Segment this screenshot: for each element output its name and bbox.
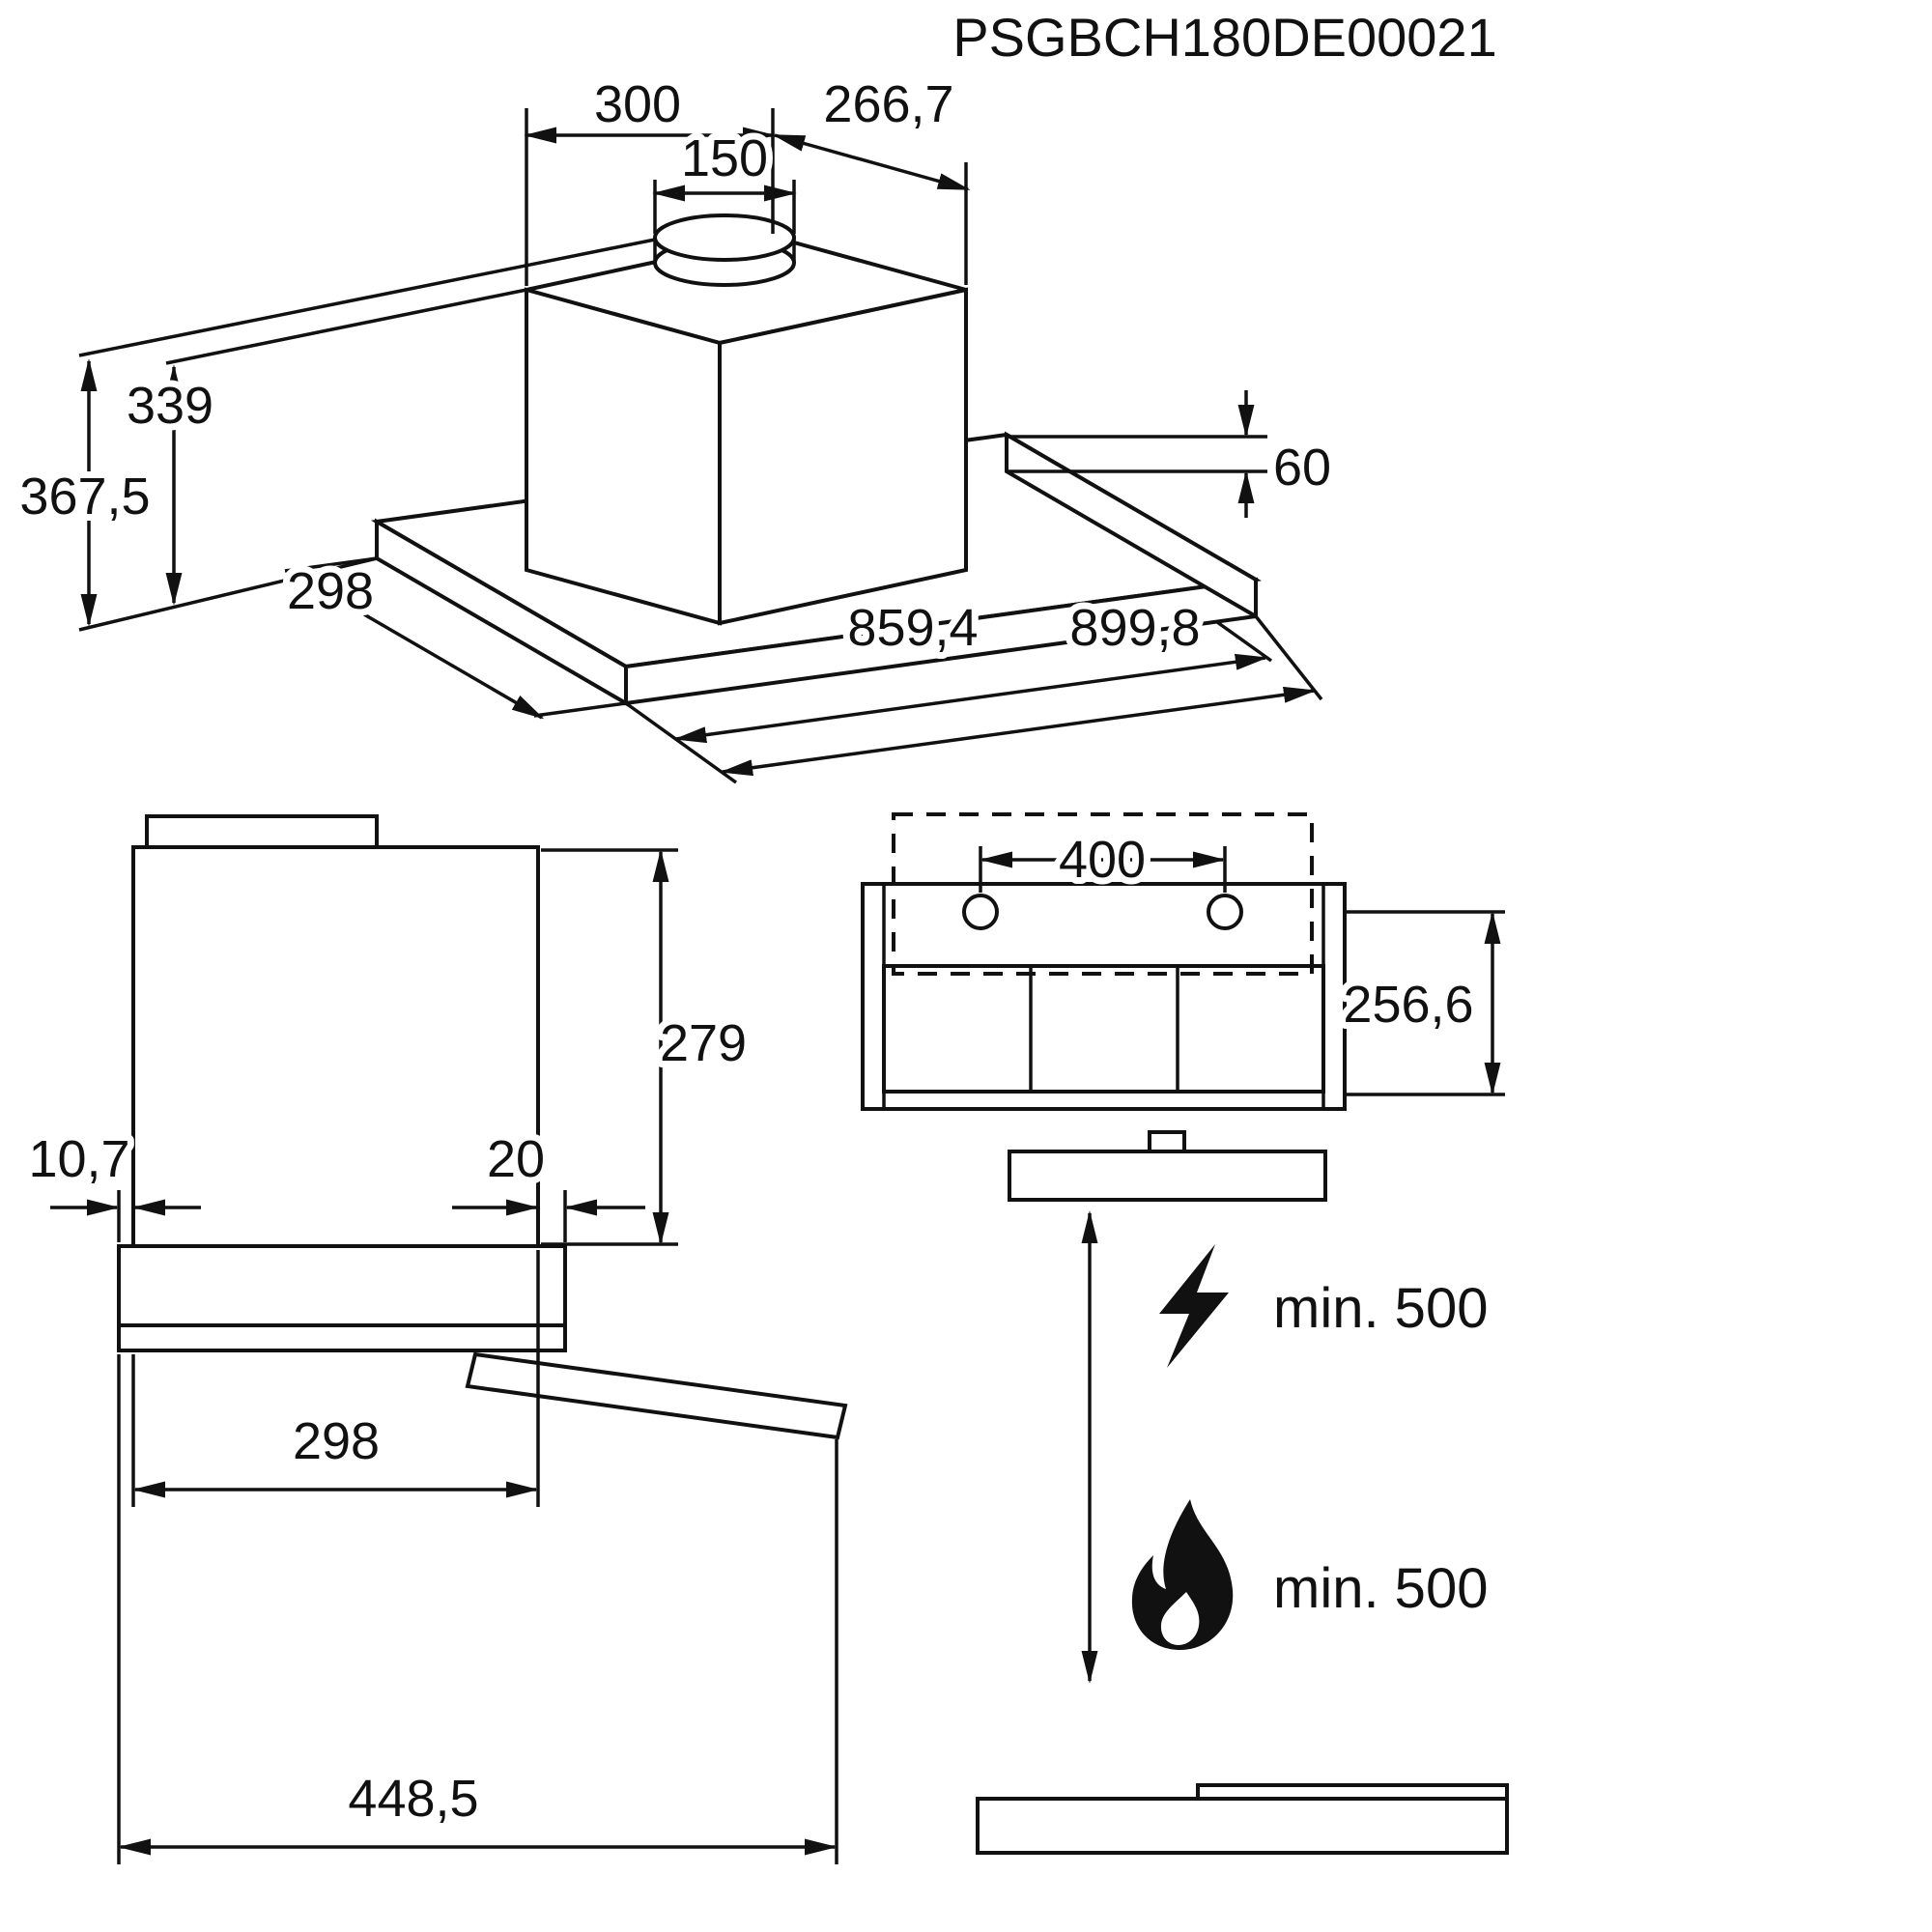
dim-label-hole-spacing: 400 xyxy=(1059,831,1146,889)
dim-body-height: 279 xyxy=(541,848,753,1246)
dim-line xyxy=(290,571,545,720)
dim-label-height-total: 367,5 xyxy=(19,468,150,526)
side-base xyxy=(117,1244,567,1327)
dim-left-offset: 10,7 xyxy=(21,1123,201,1242)
mounting-hole-left xyxy=(962,894,999,930)
dim-line xyxy=(772,133,971,191)
dim-label-body-width: 859,4 xyxy=(847,599,978,657)
duct-collar xyxy=(653,213,796,287)
dim-label-base-depth: 298 xyxy=(287,562,374,620)
gas-clearance-label: min. 500 xyxy=(1273,1557,1488,1620)
dim-label-top-depth: 266,7 xyxy=(823,75,953,133)
dim-mount-height: 256,6 xyxy=(1336,910,1505,1096)
dim-base-depth: 298 xyxy=(280,555,627,720)
dim-label-top-width: 300 xyxy=(594,75,681,133)
dim-label-body-depth: 298 xyxy=(293,1412,380,1470)
lightning-icon xyxy=(1159,1244,1229,1368)
mounting-hole-right xyxy=(1207,894,1243,930)
dim-label-height-body: 339 xyxy=(127,377,213,435)
box-front-face xyxy=(718,287,968,626)
dim-label-total-depth: 448,5 xyxy=(348,1770,478,1828)
dim-label-right-offset: 20 xyxy=(487,1130,545,1188)
side-body xyxy=(131,845,540,1248)
dim-total-depth: 448,5 xyxy=(117,1354,838,1864)
dim-label-left-offset: 10,7 xyxy=(28,1130,129,1188)
side-top-flange xyxy=(145,814,379,849)
cooktop-surface xyxy=(976,1797,1509,1855)
front-view: 400 256,6 xyxy=(861,812,1505,1111)
dim-side-body-depth: 298 xyxy=(131,1250,540,1507)
dim-label-mount-height: 256,6 xyxy=(1343,976,1473,1034)
side-visor xyxy=(465,1351,848,1440)
ref-line-duct-top xyxy=(78,238,656,357)
ext-line xyxy=(533,701,627,718)
ext-line xyxy=(1254,614,1323,701)
flame-inner xyxy=(1160,1592,1200,1645)
hood-duct-stub xyxy=(1148,1130,1186,1153)
dim-line-total-width xyxy=(720,686,1317,777)
dim-top-depth: 266,7 xyxy=(772,69,971,285)
dim-label-total-width: 899,8 xyxy=(1069,599,1200,657)
dim-widths: 859,4 899,8 xyxy=(624,592,1323,784)
ext-line xyxy=(284,556,378,573)
ref-line-box-top xyxy=(165,288,527,365)
dim-label-duct-diameter: 150 xyxy=(681,129,768,187)
duct-top-rim xyxy=(653,213,796,262)
cabinet-dashed-outline xyxy=(892,812,1314,976)
flame-icon xyxy=(1131,1499,1234,1650)
dim-label-base-thickness: 60 xyxy=(1273,439,1331,497)
drawing-number: PSGBCH180DE00021 xyxy=(952,7,1496,68)
front-hood-body xyxy=(861,882,1347,1111)
dim-label-body-height: 279 xyxy=(660,1014,747,1072)
ref-line-base-bottom xyxy=(78,556,378,632)
flame-outer xyxy=(1131,1499,1234,1650)
dim-base-thickness: 60 xyxy=(1007,390,1338,518)
side-base-lip xyxy=(117,1323,567,1352)
electric-clearance-label: min. 500 xyxy=(1273,1277,1488,1340)
dim-top-width: 300 xyxy=(524,69,776,286)
hood-underside-bar xyxy=(1008,1150,1327,1202)
dim-duct-diameter: 150 xyxy=(652,123,797,234)
box-left-face xyxy=(525,287,722,626)
hood-body-box xyxy=(525,234,968,626)
dim-right-offset: 20 xyxy=(452,1123,645,1242)
clearance-diagram: min. 500 min. 500 xyxy=(976,1130,1509,1855)
ext-line xyxy=(624,701,738,784)
side-view: 279 10,7 20 298 448,5 xyxy=(21,814,848,1864)
cooktop-step xyxy=(1196,1783,1509,1801)
filter-area xyxy=(882,964,1325,1094)
dim-hole-spacing: 400 xyxy=(979,824,1227,895)
height-dimensions: 367,5 339 xyxy=(13,238,656,632)
isometric-view: 300 266,7 150 367,5 339 xyxy=(13,69,1338,784)
